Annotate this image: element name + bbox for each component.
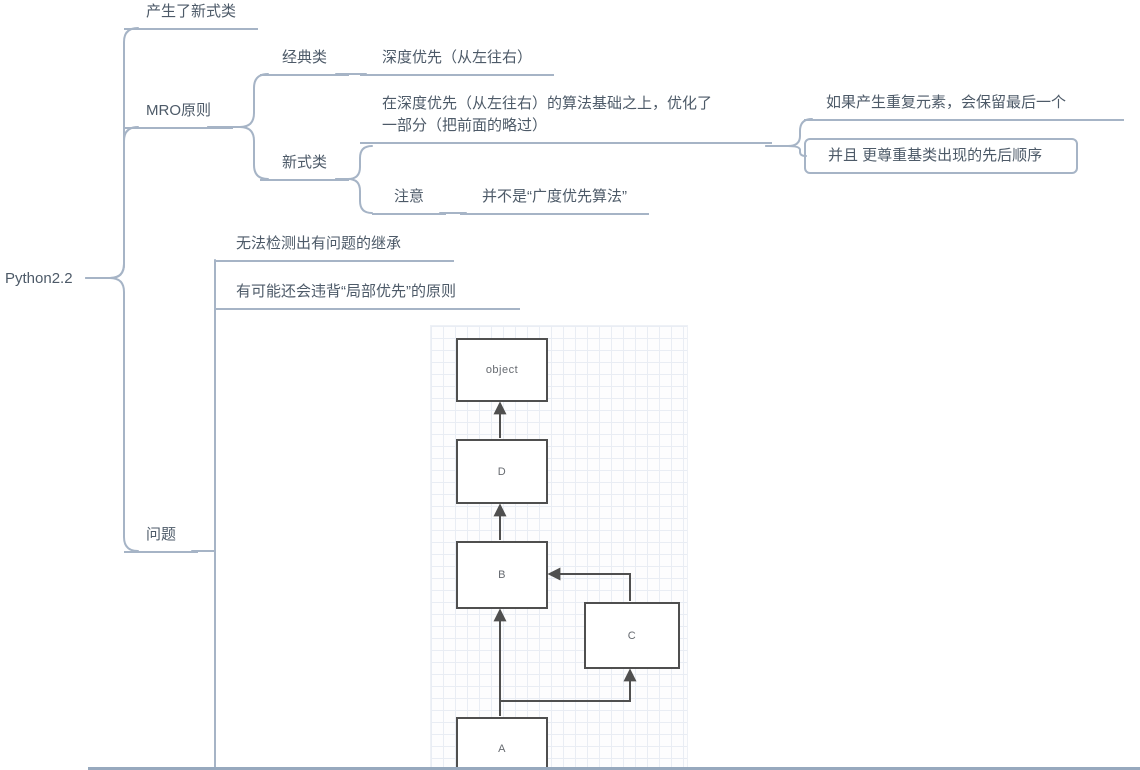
connector-rule-to-respect-order (765, 145, 807, 157)
topic-keep-last[interactable]: 如果产生重复元素，会保留最后一个 (804, 91, 1124, 121)
topic-problem-item1[interactable]: 无法检测出有问题的继承 (214, 232, 454, 262)
connector-root-to-problem (85, 277, 139, 552)
class-box-object: object (456, 338, 548, 402)
class-box-c: C (584, 602, 680, 669)
connector-root-to-mro (85, 126, 139, 279)
topic-classic-class[interactable]: 经典类 (260, 46, 350, 76)
connector-root-to-new-style (85, 27, 139, 279)
topic-new-style-class[interactable]: 新式类 (260, 151, 350, 181)
class-box-d: D (456, 439, 548, 504)
topic-classic-rule[interactable]: 深度优先（从左往右） (360, 46, 555, 76)
connector-mro-to-newstyle (207, 126, 269, 180)
topic-produced-new-style[interactable]: 产生了新式类 (124, 0, 259, 30)
arrow-a-to-c (500, 668, 637, 702)
topic-mro[interactable]: MRO原则 (124, 99, 233, 129)
topic-problem[interactable]: 问题 (124, 523, 199, 553)
topic-new-style-rule[interactable]: 在深度优先（从左往右）的算法基础之上，优化了一部分（把前面的略过） (360, 92, 772, 144)
topic-respect-order[interactable]: 并且 更尊重基类出现的先后顺序 (804, 138, 1078, 174)
topic-note[interactable]: 注意 (372, 185, 447, 215)
class-box-b: B (456, 541, 548, 609)
class-box-a: A (456, 717, 548, 770)
inheritance-diagram-image[interactable]: object D B C A (430, 325, 688, 770)
topic-problem-item2[interactable]: 有可能还会违背“局部优先”的原则 (214, 280, 520, 310)
topic-note-detail[interactable]: 并不是“广度优先算法” (460, 185, 649, 215)
connector-newstyle-to-note (335, 178, 373, 214)
root-topic[interactable]: Python2.2 (5, 270, 73, 287)
arrow-c-to-b (547, 567, 631, 601)
horizontal-scrollbar[interactable] (88, 767, 1140, 770)
